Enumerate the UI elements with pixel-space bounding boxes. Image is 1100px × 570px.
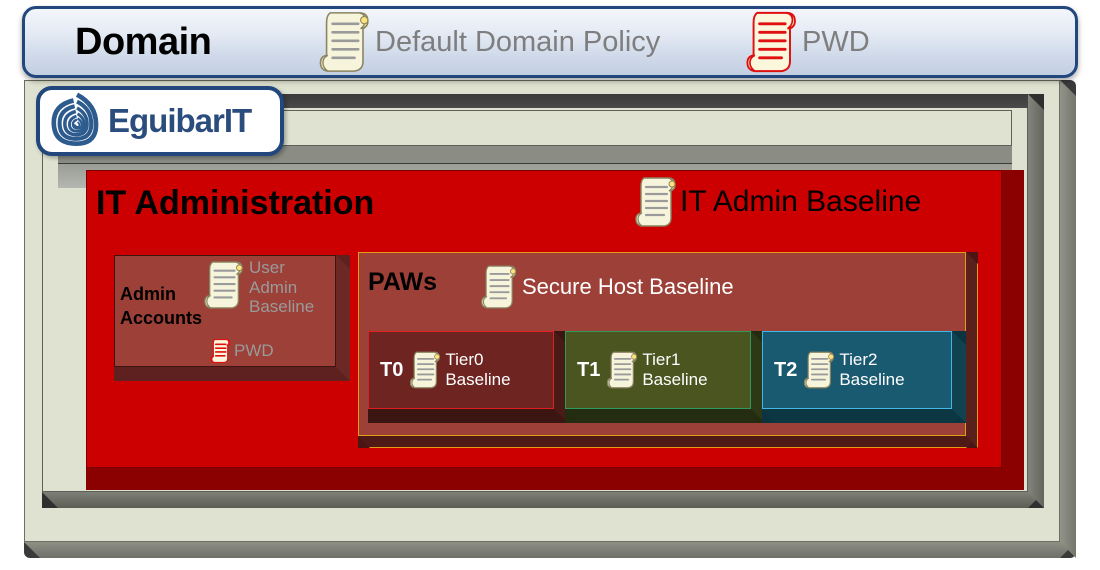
it-admin-baseline-label: IT Admin Baseline [680,185,922,218]
gpo-scroll-icon [803,349,837,391]
tier1-face [565,331,751,409]
outer-frame-bevel-bottom [24,542,1076,558]
gpo-scroll-icon [203,258,247,312]
admin-accounts-label: Admin Accounts [120,284,203,329]
eguibarit-logo-text: EguibarIT [108,102,252,139]
pwd-scroll-icon [210,337,232,365]
tier1-bevel-bottom [565,409,765,423]
tier0-label: Tier0 Baseline [445,350,511,389]
gpo-scroll-icon [606,349,640,391]
tier0-bevel-bottom [368,409,568,423]
tier0-face [368,331,554,409]
tier2-bevel-bottom [762,409,966,423]
tier1-code: T1 [577,358,601,381]
tier2-face [762,331,952,409]
domain-pwd-label: PWD [802,25,870,58]
eguibarit-logo: EguibarIT [36,86,284,156]
tier0-code: T0 [380,358,404,381]
default-domain-policy-label: Default Domain Policy [375,25,661,58]
tier1-bevel-right [751,331,765,423]
admin-accounts-bevel-right [336,255,350,381]
tier2-code: T2 [774,358,798,381]
frame-top-dark-band [42,94,1028,108]
it-admin-baseline-group: IT Admin Baseline [634,174,921,230]
paws-bevel-bottom [358,436,978,448]
pwd-scroll-icon [745,8,801,76]
domain-pwd-group: PWD [745,8,870,76]
admin-accounts-bevel-bottom [114,367,350,381]
user-admin-baseline-group: User Admin Baseline [203,258,314,317]
tier2-label: Tier2 Baseline [839,350,905,389]
user-admin-baseline-label: User Admin Baseline [249,258,315,317]
gray-frame-bevel-bottom [42,492,1044,508]
gpo-scroll-icon [318,8,374,76]
gpo-scroll-icon [634,174,680,230]
domain-header-bar: Domain [22,6,1078,78]
it-administration-title: IT Administration [96,184,375,222]
outer-frame-bevel-right [1060,80,1076,558]
default-domain-policy-group: Default Domain Policy [318,8,660,76]
tier1-label: Tier1 Baseline [642,350,708,389]
tier2-bevel-right [952,331,966,423]
tier0-bevel-right [554,331,568,423]
domain-title: Domain [75,20,212,63]
it-administration-bevel-right [1002,170,1024,490]
it-administration-bevel-bottom [86,468,1024,490]
admin-pwd-label: PWD [234,341,274,360]
gray-frame-bevel-right [1028,94,1044,508]
gpo-scroll-icon [409,349,443,391]
paws-bevel-right [966,252,978,448]
gpo-scroll-icon [480,262,520,312]
frame-band-gray [58,146,1012,164]
paws-title: PAWs [368,268,437,296]
admin-pwd-group: PWD [210,337,274,365]
secure-host-baseline-label: Secure Host Baseline [522,274,734,299]
secure-host-baseline-group: Secure Host Baseline [480,262,734,312]
eguibarit-spiral-icon [48,90,106,153]
